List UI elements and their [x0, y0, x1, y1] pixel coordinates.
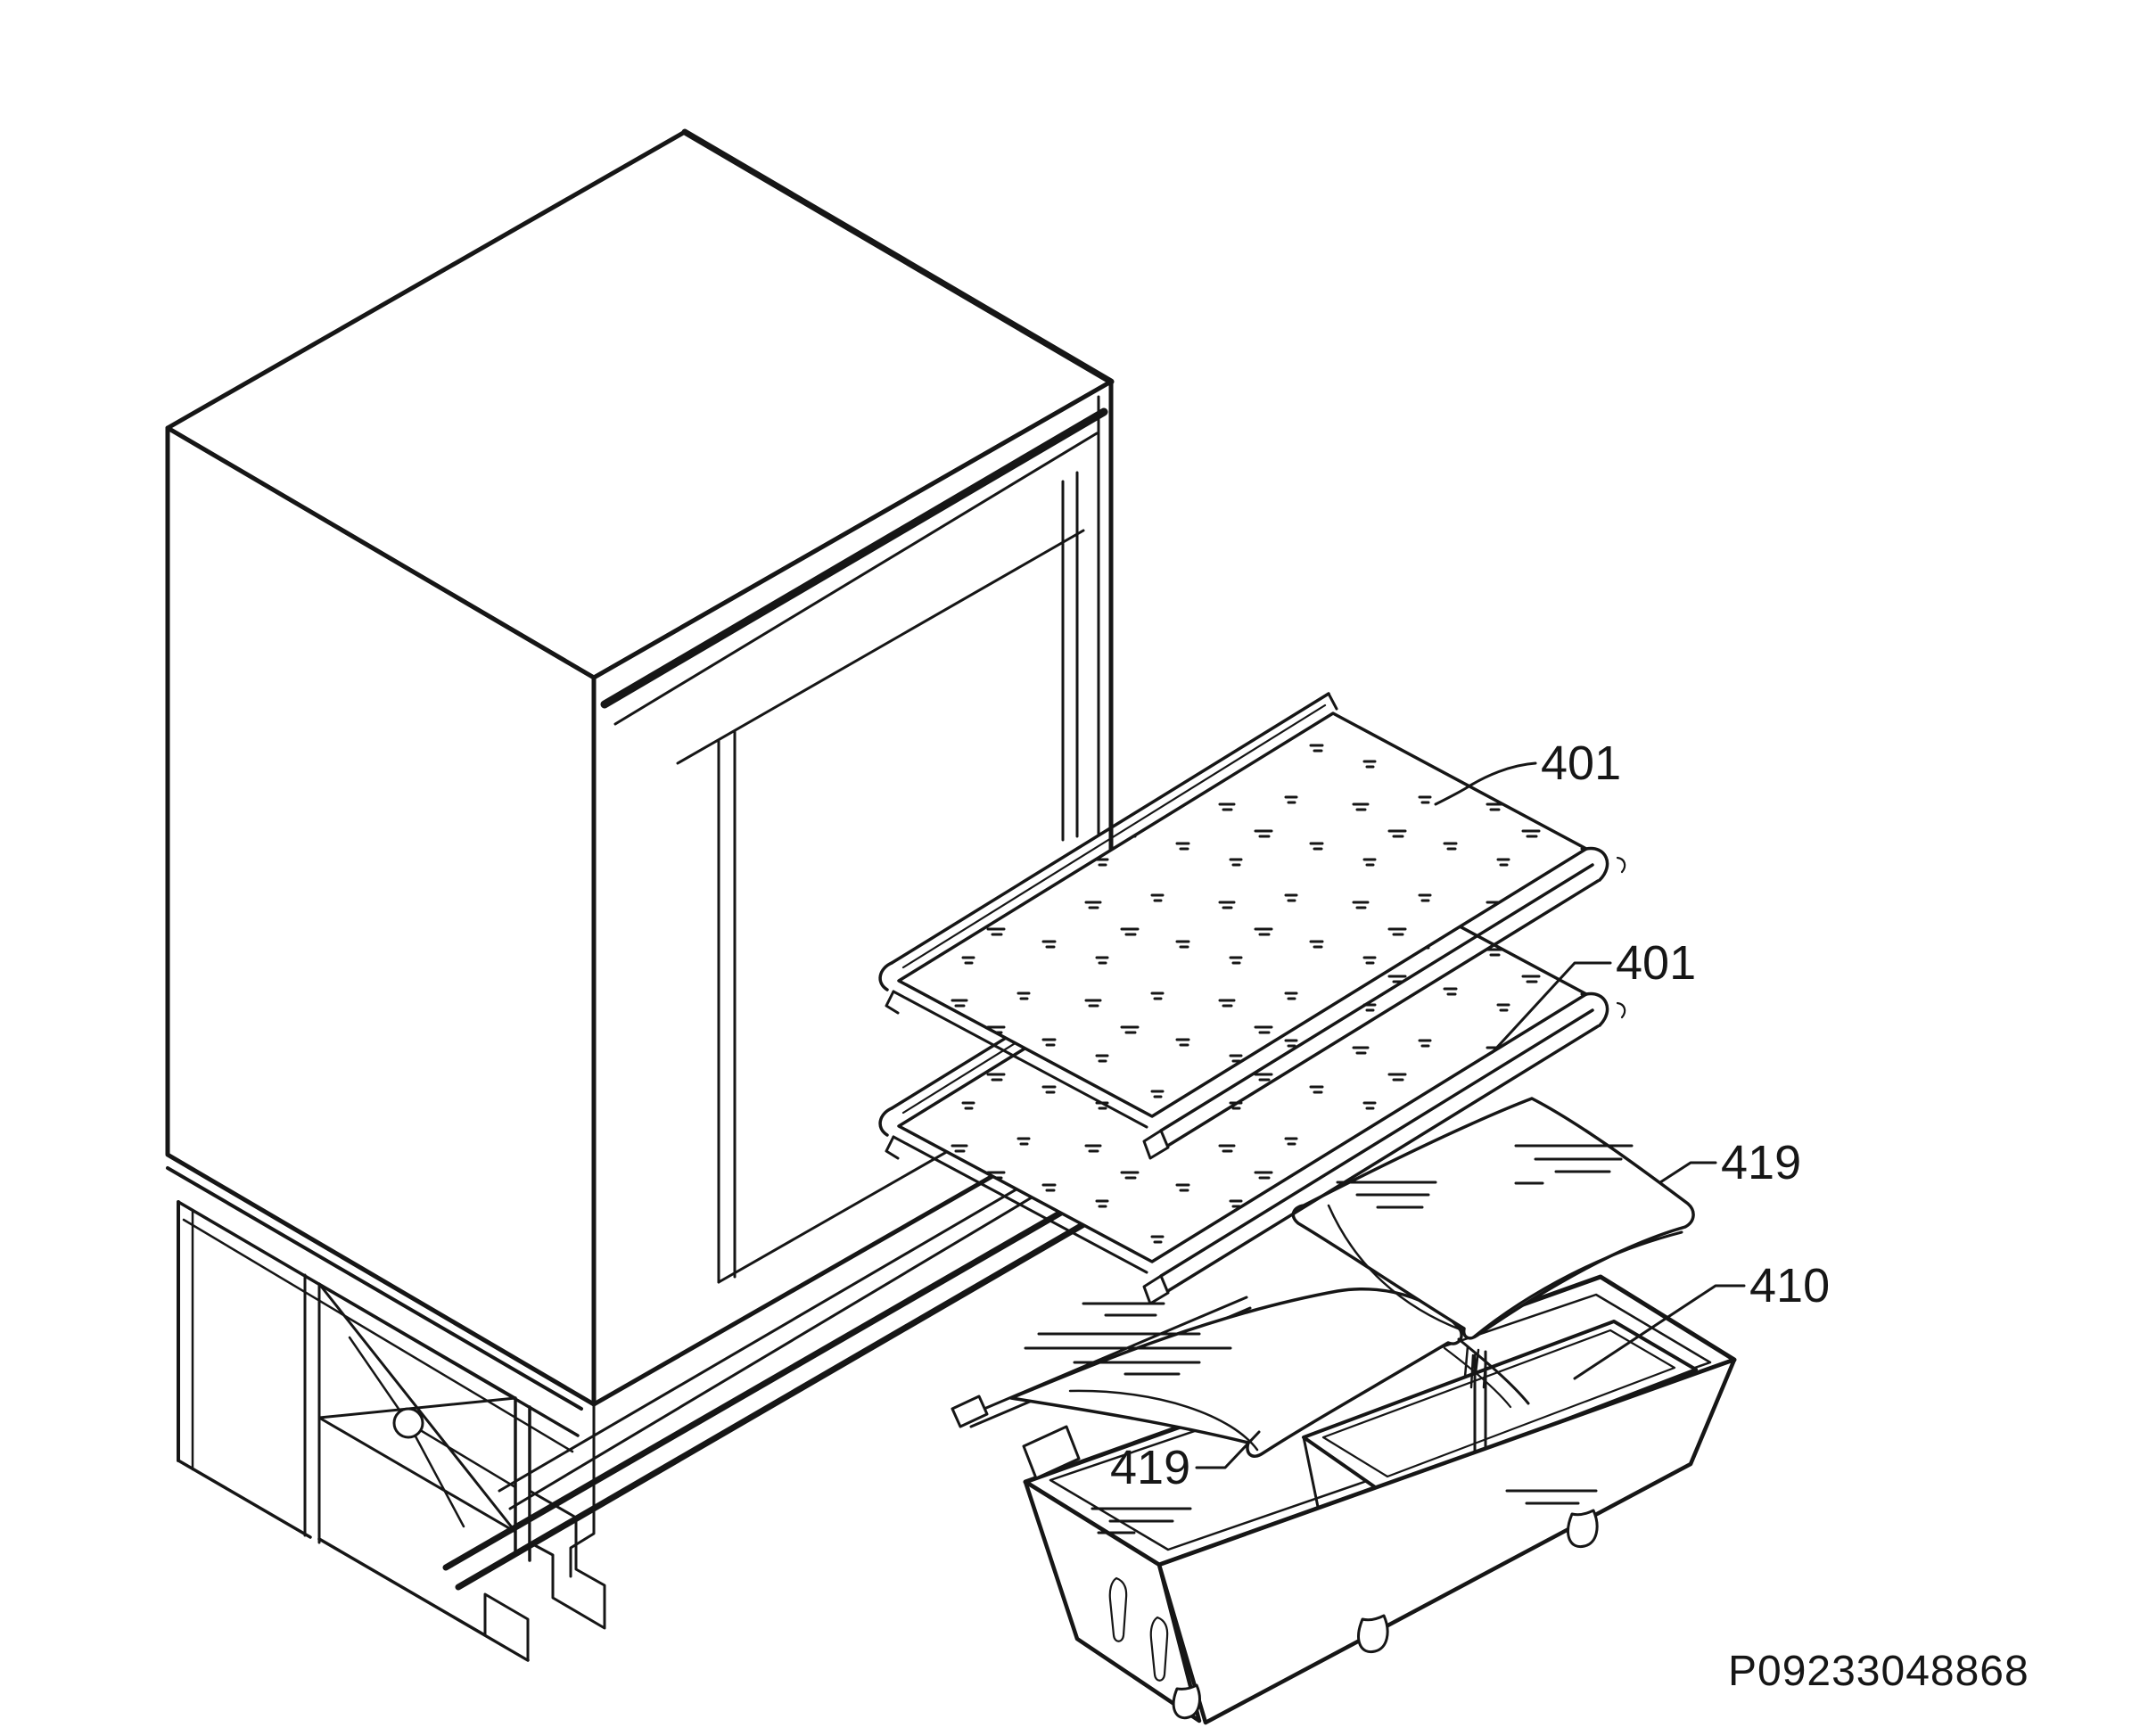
- drawer-pocket-inner: [1321, 1329, 1676, 1478]
- drawer-pocket-divider: [1302, 1436, 1320, 1509]
- left-cushion-outline: [1009, 1287, 1463, 1458]
- leader-419-left: [1195, 1430, 1261, 1469]
- x-brace-panel: [317, 1282, 517, 1534]
- plinth-foot-left: [483, 1592, 530, 1662]
- plinth-top-rail-inner: [182, 1218, 574, 1453]
- right-cushion-pinch-ticks: [1463, 1345, 1480, 1378]
- plinth-foot-bracket: [528, 1489, 606, 1630]
- drawer-shading-hatch: [1091, 1489, 1598, 1534]
- leader-419-right: [1658, 1161, 1717, 1184]
- plinth-rib: [303, 1273, 321, 1544]
- label-410: 410: [1749, 1259, 1830, 1312]
- right-cushion-fold: [1471, 1230, 1683, 1339]
- label-419-left: 419: [1110, 1441, 1190, 1494]
- drawer-slots: [1108, 1576, 1169, 1682]
- label-419-right: 419: [1721, 1136, 1801, 1189]
- front-sill-rails: [442, 1132, 1113, 1591]
- leader-401-lower: [1491, 961, 1612, 1054]
- leader-410: [1573, 1284, 1746, 1380]
- door-frame-gasket: [600, 395, 1108, 1284]
- left-cushion-lobe: [1068, 1389, 1259, 1452]
- drawer-front-face: [1156, 1357, 1737, 1725]
- right-cushion-lobe: [1327, 1204, 1464, 1332]
- label-401-lower: 401: [1616, 936, 1696, 990]
- callout-leader-lines: [1195, 761, 1746, 1469]
- plinth-bottom-left-edge: [177, 1459, 312, 1539]
- right-cushion-hatch: [1336, 1144, 1634, 1209]
- left-cushion-pinch-ticks: [1469, 1353, 1487, 1389]
- drawer-latch-block: [1022, 1425, 1081, 1480]
- cabinet: [165, 128, 1115, 1407]
- drawing-part-number: P09233048868: [1728, 1648, 2029, 1695]
- shell-corner-notch: [569, 1403, 596, 1578]
- leader-401-upper: [1434, 761, 1537, 806]
- label-401-upper: 401: [1541, 736, 1621, 790]
- cabinet-top-right-edge: [681, 128, 1115, 385]
- left-cushion-tail-inner: [1443, 1346, 1512, 1409]
- base-plinth: [166, 1166, 606, 1662]
- callout-labels: 401 401 419 410 419: [1110, 736, 1830, 1494]
- drawer-feet: [1172, 1509, 1599, 1720]
- shell-bottom-edge: [166, 1166, 583, 1411]
- brace-hub: [392, 1407, 424, 1439]
